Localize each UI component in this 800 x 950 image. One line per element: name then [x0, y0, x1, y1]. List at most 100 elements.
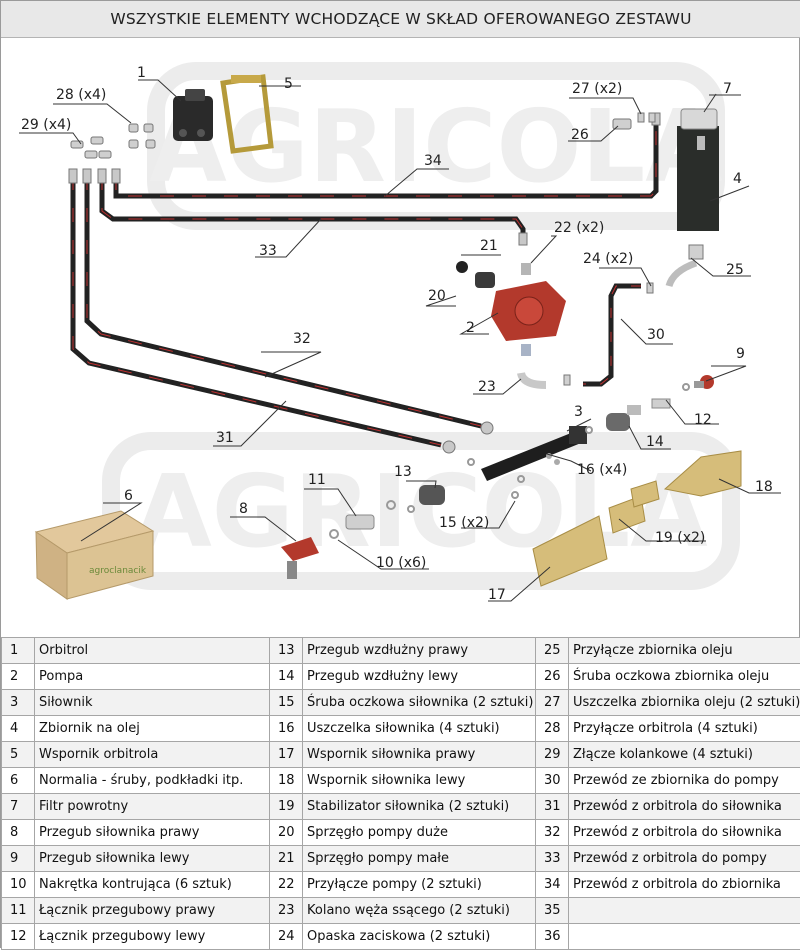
part-name-cell: Śruba oczkowa zbiornika oleju [569, 664, 800, 690]
box-label: agroclanacik [89, 566, 147, 576]
part-number-cell: 23 [270, 898, 303, 924]
part-name-cell: Przewód ze zbiornika do pompy [569, 768, 800, 794]
part-name-cell: Przegub siłownika lewy [35, 846, 270, 872]
orbitrol-part [173, 89, 213, 141]
part-number-cell: 21 [270, 846, 303, 872]
part-number-cell: 1 [2, 638, 35, 664]
part-name-cell: Wspornik orbitrola [35, 742, 270, 768]
callout-26: 26 [571, 127, 589, 143]
part-name-cell: Opaska zaciskowa (2 sztuki) [303, 924, 536, 950]
part-number-cell: 35 [536, 898, 569, 924]
callout-25: 25 [726, 262, 744, 278]
part-name-cell: Zbiornik na olej [35, 716, 270, 742]
part-number-cell: 27 [536, 690, 569, 716]
title-bar: WSZYSTKIE ELEMENTY WCHODZĄCE W SKŁAD OFE… [1, 1, 800, 38]
part-number-cell: 19 [270, 794, 303, 820]
part-name-cell: Przegub wzdłużny prawy [303, 638, 536, 664]
part-name-cell: Przewód z orbitrola do zbiornika [569, 872, 800, 898]
part-name-cell: Przegub wzdłużny lewy [303, 664, 536, 690]
part-name-cell: Łącznik przegubowy lewy [35, 924, 270, 950]
callout-5: 5 [284, 76, 293, 92]
callout-9: 9 [736, 346, 745, 362]
part-number-cell: 20 [270, 820, 303, 846]
part-name-cell: Przewód z orbitrola do siłownika [569, 794, 800, 820]
part-number-cell: 25 [536, 638, 569, 664]
part-name-cell: Przewód z orbitrola do pompy [569, 846, 800, 872]
callout-23: 23 [478, 379, 496, 395]
pump-part [491, 263, 566, 356]
part-name-cell [569, 898, 800, 924]
part-name-cell: Sprzęgło pompy duże [303, 820, 536, 846]
part-number-cell: 8 [2, 820, 35, 846]
suction-elbow-part [521, 373, 546, 385]
part-number-cell: 32 [536, 820, 569, 846]
part-number-cell: 28 [536, 716, 569, 742]
part-name-cell: Sprzęgło pompy małe [303, 846, 536, 872]
part-number-cell: 18 [270, 768, 303, 794]
diagram-svg: AGRICOLA AGRICOLA [1, 38, 800, 634]
hose-30 [583, 286, 641, 384]
exploded-parts-diagram: AGRICOLA AGRICOLA [1, 38, 800, 634]
part-number-cell: 13 [270, 638, 303, 664]
link-and-joint-left-part [652, 375, 714, 408]
part-name-cell [569, 924, 800, 950]
part-name-cell: Przewód z orbitrola do siłownika [569, 820, 800, 846]
callout-7: 7 [723, 81, 732, 97]
part-name-cell: Wspornik siłownika prawy [303, 742, 536, 768]
part-number-cell: 29 [536, 742, 569, 768]
part-name-cell: Kolano węża ssącego (2 sztuki) [303, 898, 536, 924]
part-name-cell: Uszczelka siłownika (4 sztuki) [303, 716, 536, 742]
callout-8: 8 [239, 501, 248, 517]
part-number-cell: 4 [2, 716, 35, 742]
callout-18: 18 [755, 479, 773, 495]
callout-30: 30 [647, 327, 665, 343]
callout-4: 4 [733, 171, 742, 187]
part-name-cell: Pompa [35, 664, 270, 690]
part-name-cell: Normalia - śruby, podkładki itp. [35, 768, 270, 794]
part-name-cell: Przegub siłownika prawy [35, 820, 270, 846]
part-number-cell: 12 [2, 924, 35, 950]
part-number-cell: 9 [2, 846, 35, 872]
callout-16: 16 (x4) [577, 462, 627, 478]
part-number-cell: 2 [2, 664, 35, 690]
callout-6: 6 [124, 488, 133, 504]
tank-connector-part [669, 245, 703, 286]
part-number-cell: 7 [2, 794, 35, 820]
callout-27: 27 (x2) [572, 81, 622, 97]
part-name-cell: Uszczelka zbiornika oleju (2 sztuki) [569, 690, 800, 716]
part-number-cell: 5 [2, 742, 35, 768]
callout-13: 13 [394, 464, 412, 480]
part-name-cell: Nakrętka kontrująca (6 sztuk) [35, 872, 270, 898]
page-title: WSZYSTKIE ELEMENTY WCHODZĄCE W SKŁAD OFE… [110, 10, 691, 28]
callout-10: 10 (x6) [376, 555, 426, 571]
callout-31: 31 [216, 430, 234, 446]
callout-34: 34 [424, 153, 442, 169]
part-number-cell: 26 [536, 664, 569, 690]
part-name-cell: Przyłącze orbitrola (4 sztuki) [569, 716, 800, 742]
callout-28: 28 (x4) [56, 87, 106, 103]
part-number-cell: 22 [270, 872, 303, 898]
elbow-fittings-part [71, 137, 111, 158]
oil-tank-part [677, 109, 719, 231]
part-name-cell: Przyłącze zbiornika oleju [569, 638, 800, 664]
part-number-cell: 17 [270, 742, 303, 768]
part-name-cell: Złącze kolankowe (4 sztuki) [569, 742, 800, 768]
part-number-cell: 11 [2, 898, 35, 924]
part-number-cell: 36 [536, 924, 569, 950]
callout-3: 3 [574, 404, 583, 420]
callout-12: 12 [694, 412, 712, 428]
part-number-cell: 30 [536, 768, 569, 794]
part-number-cell: 16 [270, 716, 303, 742]
